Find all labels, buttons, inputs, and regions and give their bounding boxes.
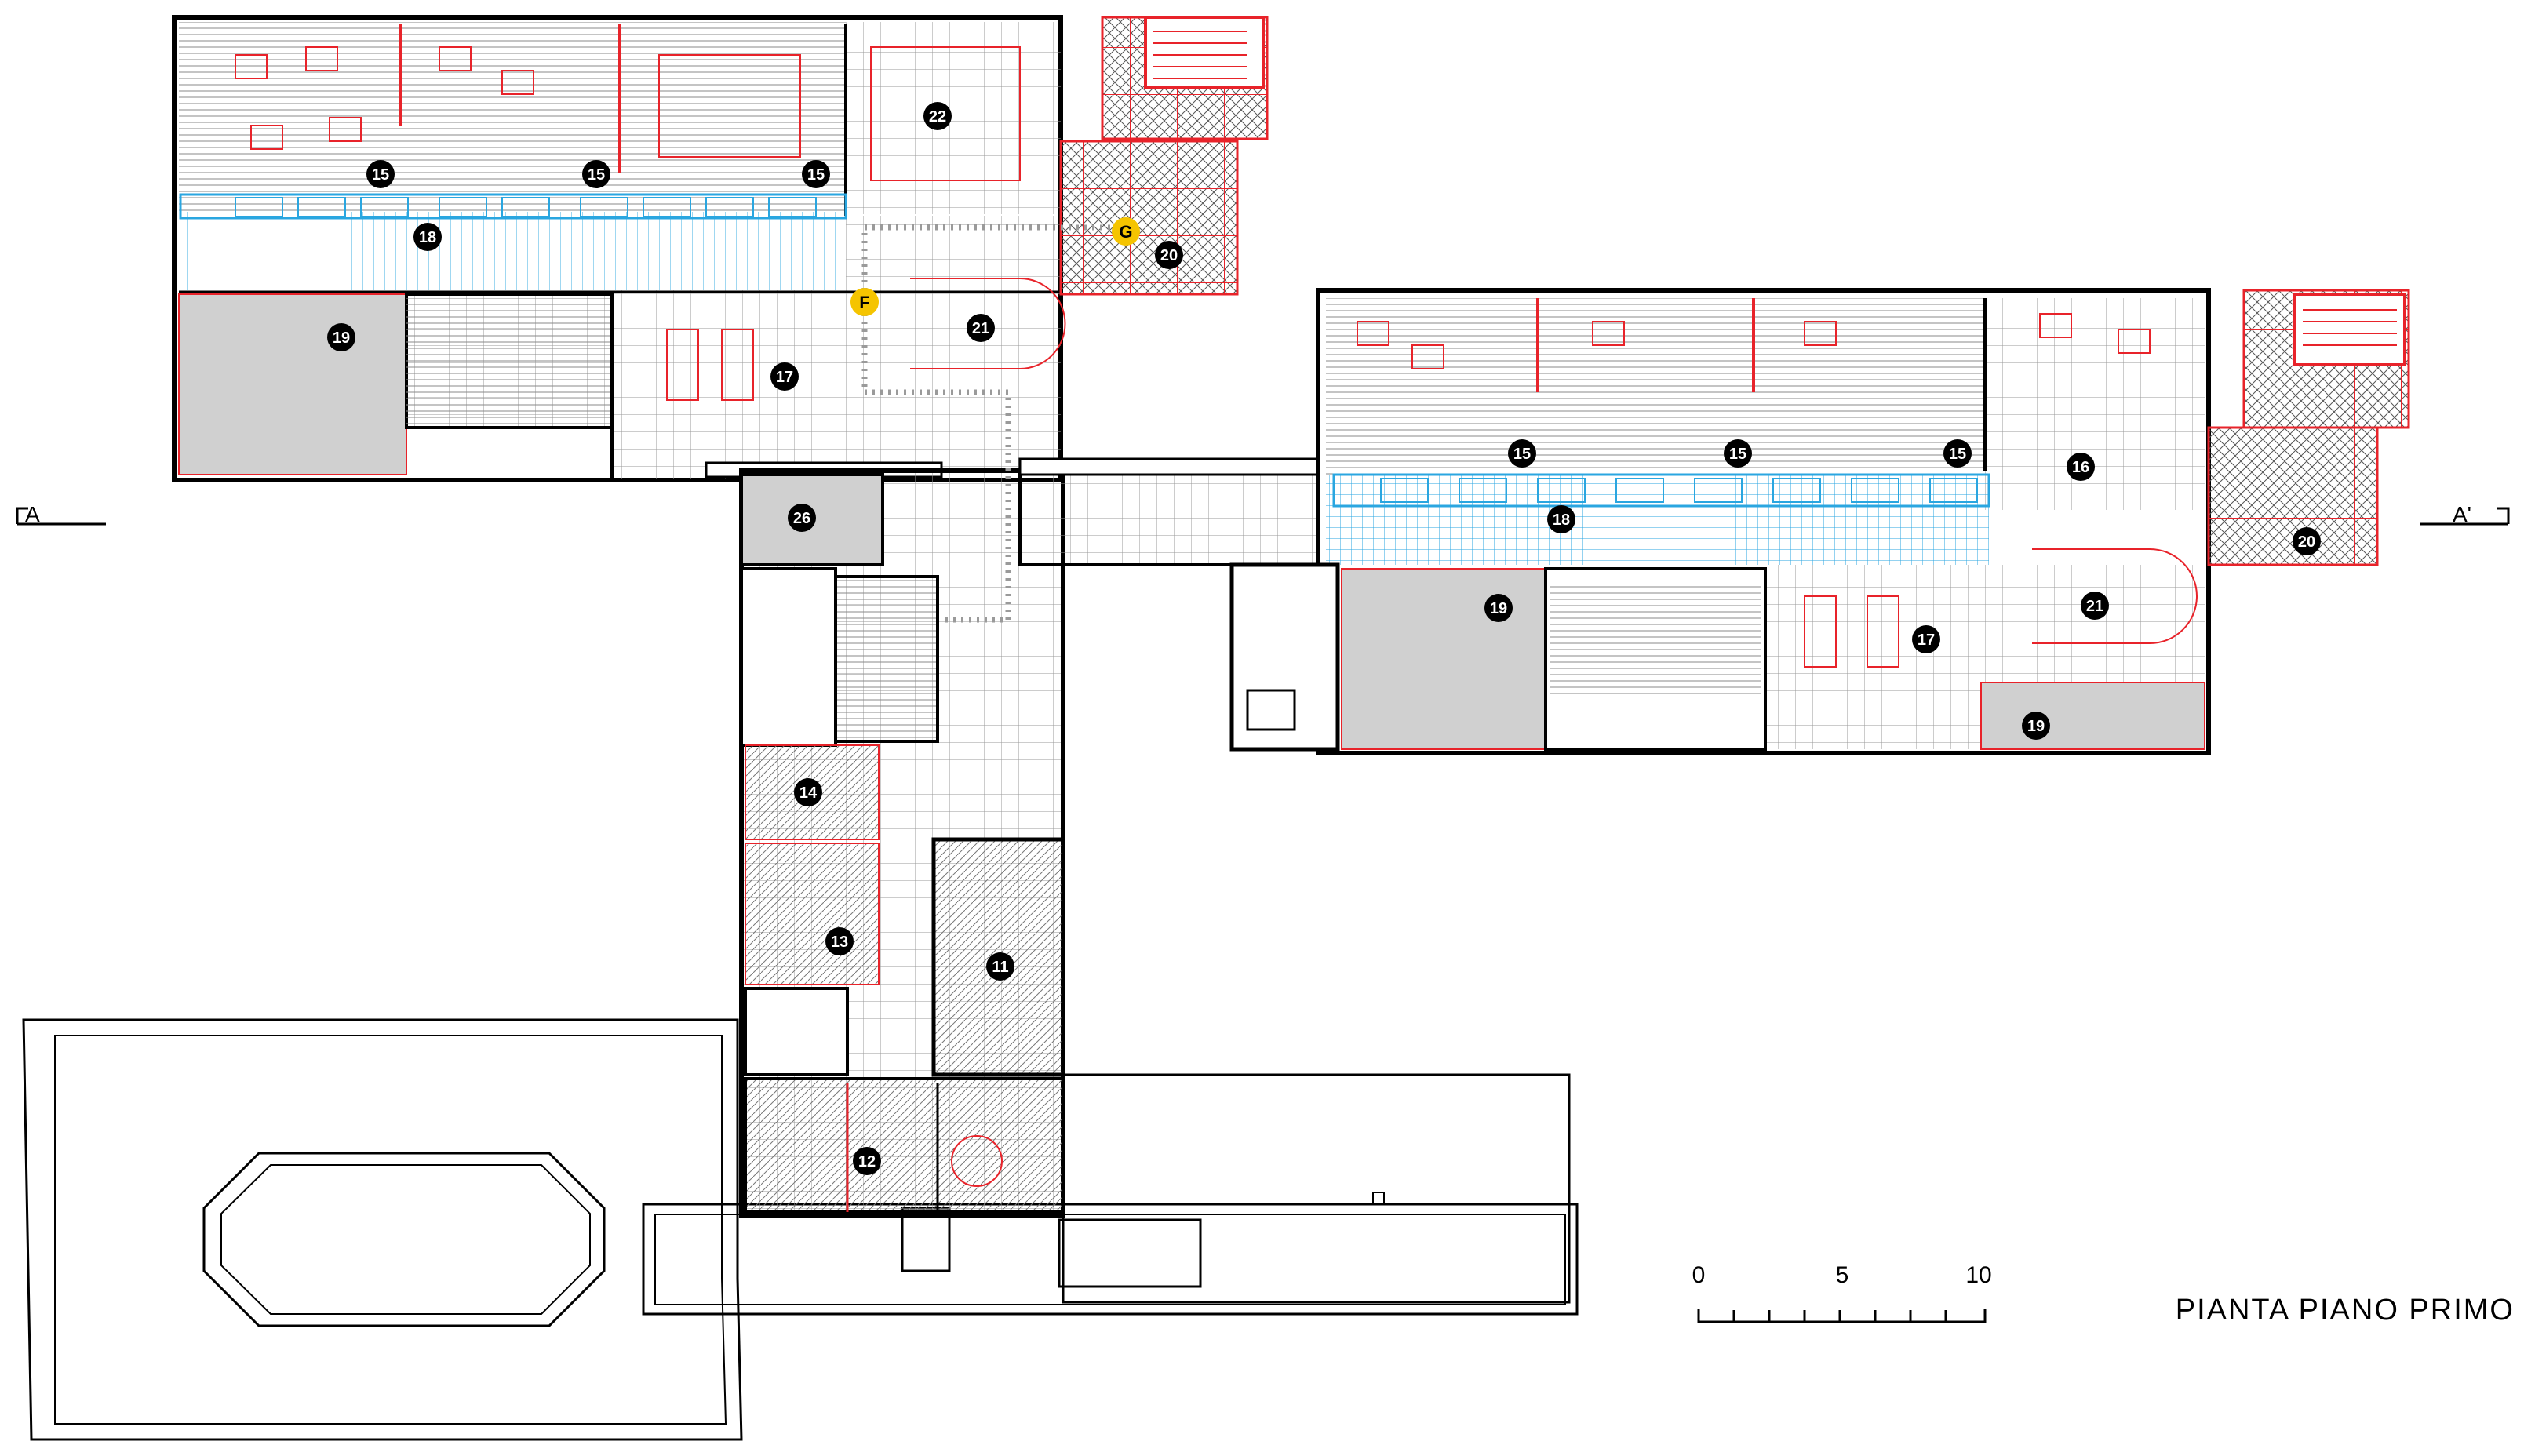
svg-text:21: 21	[2086, 598, 2103, 615]
svg-text:15: 15	[807, 166, 825, 184]
wet-zone-east	[1332, 473, 1990, 508]
room-label: 22	[923, 102, 952, 130]
svg-text:19: 19	[1490, 600, 1507, 617]
north-wing	[172, 15, 1063, 482]
room-label: 20	[1155, 241, 1183, 269]
room-label: 17	[1912, 625, 1940, 653]
svg-text:19: 19	[2027, 718, 2045, 735]
room-label: 15	[1724, 439, 1752, 468]
svg-text:15: 15	[1513, 446, 1531, 463]
section-marker-right: A'	[2453, 502, 2471, 526]
room-label: 15	[366, 160, 395, 188]
room-label: 19	[2022, 712, 2050, 740]
room-labels: 15 15 15 22 18 20 19 21 17 26 14 13 11 1…	[327, 102, 2321, 1175]
path-markers: F G	[850, 217, 1140, 316]
scale-tick-10: 10	[1965, 1262, 1991, 1288]
svg-text:F: F	[859, 293, 869, 312]
circulation-path	[861, 224, 1114, 623]
svg-text:19: 19	[333, 329, 350, 347]
svg-text:18: 18	[1553, 511, 1570, 529]
room-label: 15	[582, 160, 610, 188]
svg-text:17: 17	[1918, 632, 1935, 649]
svg-text:13: 13	[831, 934, 848, 951]
svg-text:20: 20	[2298, 533, 2315, 551]
terrace	[22, 1018, 743, 1441]
room-label: 14	[794, 778, 822, 806]
wet-zone-north	[179, 193, 847, 220]
pool	[202, 1152, 606, 1327]
path-marker-f: F	[850, 288, 879, 316]
svg-text:15: 15	[1729, 446, 1746, 463]
room-label: 12	[853, 1147, 881, 1175]
room-label: 21	[967, 314, 995, 342]
svg-text:11: 11	[992, 959, 1008, 976]
svg-text:15: 15	[1949, 446, 1966, 463]
scale-tick-5: 5	[1836, 1262, 1849, 1288]
room-label: 19	[327, 323, 355, 351]
room-label: 16	[2067, 453, 2095, 481]
section-marker-left: A	[25, 502, 40, 526]
svg-text:14: 14	[799, 784, 818, 802]
room-label: 19	[1484, 594, 1513, 622]
room-label: 18	[413, 223, 442, 251]
room-label: 11	[986, 952, 1014, 981]
section-markers	[16, 507, 2510, 526]
room-label: 15	[1508, 439, 1536, 468]
svg-text:20: 20	[1160, 247, 1178, 264]
room-label: 20	[2293, 527, 2321, 555]
path-marker-g: G	[1112, 217, 1140, 246]
room-label: 15	[802, 160, 830, 188]
room-label: 18	[1547, 505, 1575, 533]
svg-text:26: 26	[793, 510, 810, 527]
stair-east	[2207, 289, 2410, 566]
room-label: 15	[1943, 439, 1972, 468]
south-terrace	[642, 1073, 1579, 1316]
svg-text:18: 18	[419, 229, 436, 246]
central-spine	[739, 468, 1065, 1218]
room-label: 13	[825, 927, 854, 956]
stair-north	[1059, 16, 1269, 296]
scale-bar: 0 5 10	[1692, 1262, 1992, 1323]
room-label: 21	[2081, 592, 2109, 620]
svg-text:G: G	[1119, 222, 1132, 242]
east-wing	[1229, 288, 2211, 755]
svg-text:16: 16	[2072, 459, 2089, 476]
svg-text:12: 12	[858, 1153, 876, 1170]
scale-tick-0: 0	[1692, 1262, 1706, 1288]
svg-text:21: 21	[972, 320, 989, 337]
bridge	[1018, 457, 1335, 566]
furniture	[235, 46, 2198, 1187]
plan-title: PIANTA PIANO PRIMO	[2176, 1294, 2515, 1327]
room-label: 26	[788, 504, 816, 532]
room-label: 17	[770, 362, 799, 391]
svg-text:15: 15	[588, 166, 605, 184]
svg-text:15: 15	[372, 166, 389, 184]
svg-text:17: 17	[776, 369, 793, 386]
svg-text:22: 22	[929, 108, 946, 126]
